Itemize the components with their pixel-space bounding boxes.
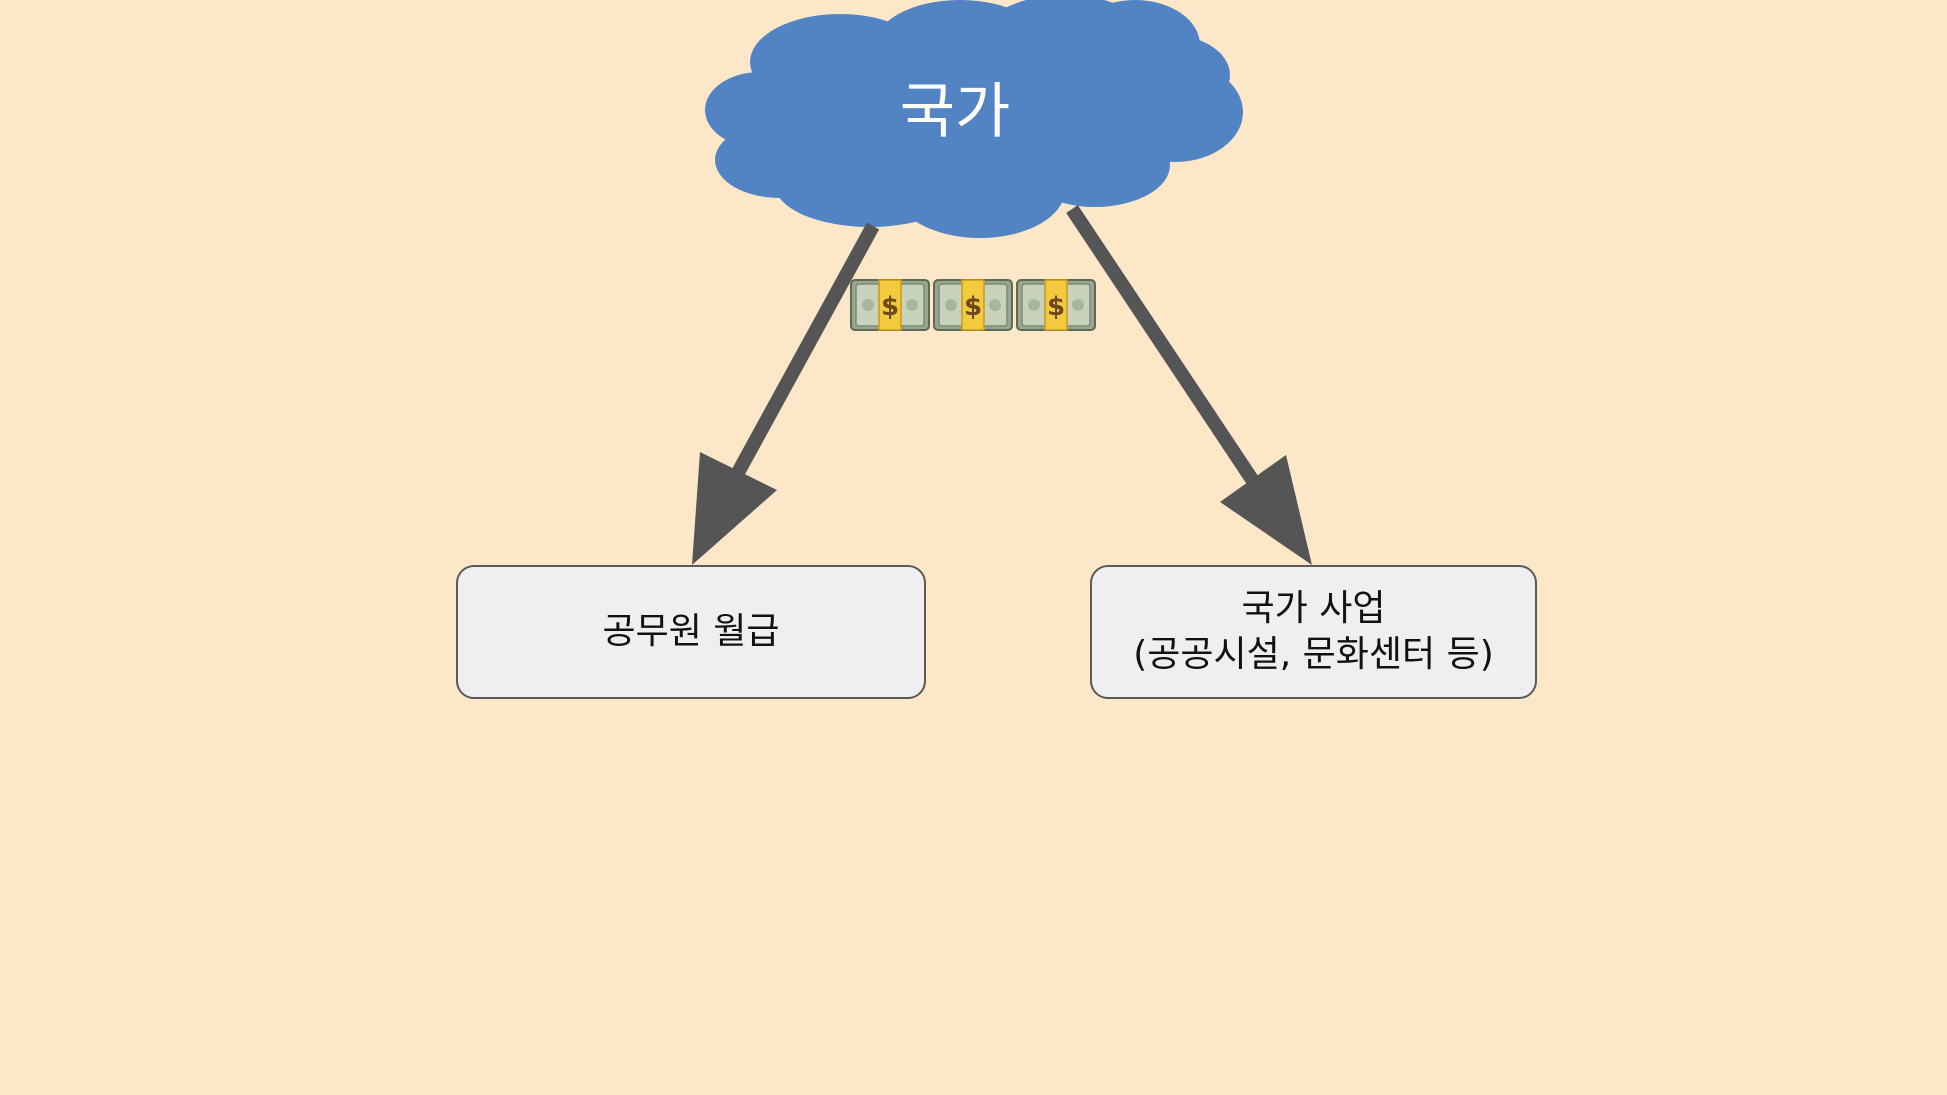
money-bundle-icon: $	[850, 279, 930, 331]
national-projects-title: 국가 사업	[1241, 588, 1386, 629]
national-projects-detail: (공공시설, 문화센터 등)	[1133, 634, 1494, 675]
cloud-shape: 국가	[705, 0, 1243, 238]
svg-text:$: $	[1047, 292, 1065, 322]
civil-servant-salary-box: 공무원 월급	[456, 565, 926, 699]
svg-text:$: $	[881, 292, 899, 322]
money-bundle-icon: $	[933, 279, 1013, 331]
civil-servant-salary-label: 공무원 월급	[602, 611, 780, 652]
cloud-label: 국가	[900, 77, 1010, 147]
arrow-to-salary	[692, 222, 880, 565]
national-projects-box: 국가 사업 (공공시설, 문화센터 등)	[1090, 565, 1537, 699]
svg-text:$: $	[964, 292, 982, 322]
money-bundles: $ $ $	[850, 279, 1096, 331]
money-bundle-icon: $	[1016, 279, 1096, 331]
arrow-to-national-projects	[1066, 205, 1312, 565]
